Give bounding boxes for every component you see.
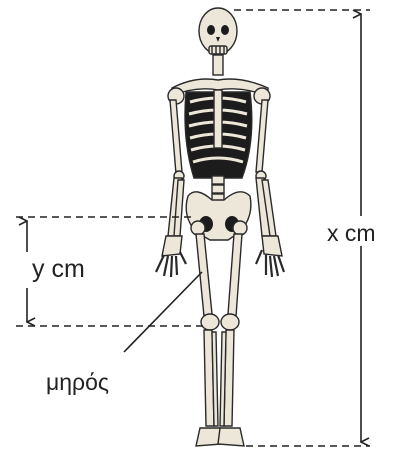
x-cm-label: x cm: [327, 220, 376, 246]
left-arm: [156, 88, 186, 277]
cervical-spine: [213, 55, 223, 75]
femur-pointer-line: [124, 272, 202, 352]
left-leg: [191, 221, 222, 446]
y-cm-label: y cm: [32, 255, 85, 283]
right-arm: [254, 88, 284, 277]
ribcage: [185, 90, 252, 178]
lumbar-spine: [212, 176, 224, 202]
femur-label: μηρός: [46, 369, 109, 395]
skeleton-figure: [156, 8, 284, 446]
skull: [199, 8, 237, 54]
right-leg: [218, 221, 247, 446]
